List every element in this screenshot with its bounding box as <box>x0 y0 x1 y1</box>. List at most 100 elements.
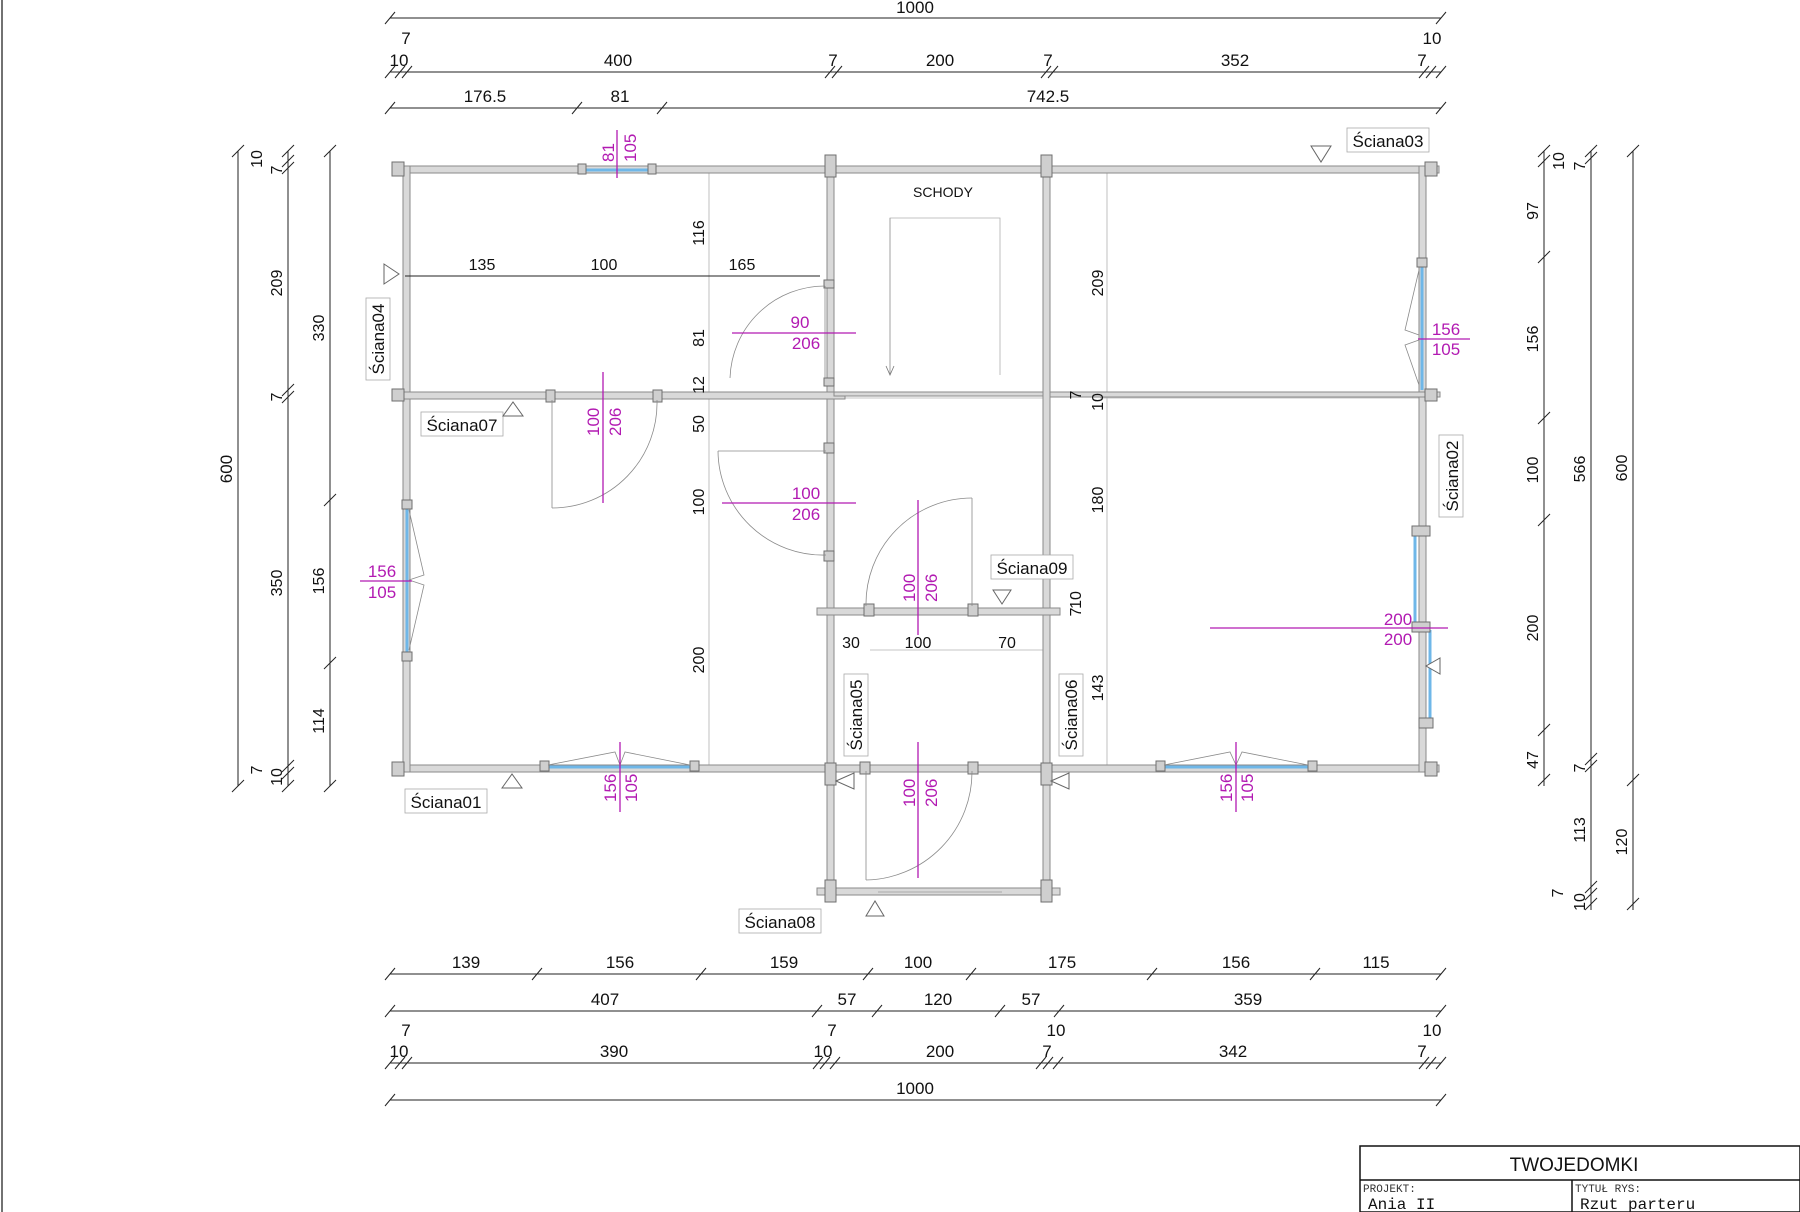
dim-right-c2-2: 7 <box>1572 763 1589 772</box>
opening-dimensions: 81 105 90 206 100 206 100 206 100 206 15… <box>360 130 1470 878</box>
opening-door-right-h: 200 <box>1384 630 1412 649</box>
title-block-company: TWOJEDOMKI <box>1510 1155 1639 1176</box>
opening-door-entry-h: 206 <box>922 779 941 807</box>
dim-top-r2-4: 200 <box>926 51 954 70</box>
opening-win-top-h: 105 <box>621 134 640 162</box>
dim-bot-r1-6: 115 <box>1362 953 1389 972</box>
opening-door-right-w: 200 <box>1384 610 1412 629</box>
dim-int-c-4: 10 <box>1068 591 1085 609</box>
dim-right-c3-0: 600 <box>1614 455 1631 482</box>
dim-int-d-2: 70 <box>998 635 1016 652</box>
wall-interior-1 <box>826 165 835 773</box>
dim-bot-r3-2: 390 <box>600 1042 628 1061</box>
dim-right-c2-1: 566 <box>1572 456 1589 483</box>
walls <box>391 154 1441 903</box>
interior-dimensions: 135 100 165 116 81 12 50 100 200 209 7 1… <box>405 220 1107 701</box>
dim-int-b-2: 12 <box>691 376 708 394</box>
dim-top-r2-1: 10 <box>390 51 409 70</box>
doors <box>545 279 1002 893</box>
dim-bot-r3-7: 10 <box>1047 1021 1066 1040</box>
dim-bot-r3-10: 7 <box>1417 1042 1426 1061</box>
title-block-project-label: PROJEKT: <box>1363 1184 1416 1196</box>
dim-bot-r3-4: 10 <box>814 1042 833 1061</box>
wall-horizontal-right <box>1049 391 1441 398</box>
wall-interior-2 <box>1042 165 1051 897</box>
opening-door-mid-h: 206 <box>792 505 820 524</box>
dim-left-c2-2: 209 <box>269 270 286 297</box>
label-wall09: Ściana09 <box>997 559 1068 578</box>
dim-bot-r2-3: 57 <box>1022 990 1041 1009</box>
opening-win-left-w: 156 <box>368 562 396 581</box>
dim-bot-r3-3: 7 <box>827 1021 836 1040</box>
opening-win-top-w: 81 <box>599 143 618 162</box>
dim-int-b-3: 50 <box>691 415 708 433</box>
dim-int-b-0: 116 <box>691 220 708 246</box>
dim-right-c1-2: 156 <box>1525 326 1542 353</box>
dim-right-c2-4: 7 <box>1550 888 1567 897</box>
dim-int-c-2: 10 <box>1090 393 1107 411</box>
wall-top <box>394 165 1440 174</box>
label-wall07: Ściana07 <box>427 416 498 435</box>
stairs-outline <box>889 217 1001 375</box>
dim-right-c1-0: 10 <box>1551 152 1568 170</box>
dimension-chain-bottom: 139 156 159 100 175 156 115 407 57 120 5… <box>384 953 1447 1107</box>
dim-top-r2-3: 7 <box>828 51 837 70</box>
title-block: TWOJEDOMKI PROJEKT: Ania II TYTUŁ RYS: R… <box>1359 1145 1800 1212</box>
dim-int-a-2: 165 <box>729 257 756 274</box>
dim-int-c-0: 209 <box>1090 270 1107 297</box>
opening-win-br-w: 156 <box>1217 774 1236 802</box>
wall-labels: Ściana01 Ściana02 Ściana03 Ściana04 Ścia… <box>365 127 1464 934</box>
dim-bot-r2-0: 407 <box>591 990 619 1009</box>
dim-bot-r1-2: 159 <box>770 953 798 972</box>
opening-win-br-h: 105 <box>1238 774 1257 802</box>
dim-left-c2-6: 10 <box>269 768 286 786</box>
windows <box>401 163 1434 772</box>
dim-top-r3-2: 742.5 <box>1027 87 1070 106</box>
dim-int-c-1: 7 <box>1068 390 1085 399</box>
dim-int-b-4: 100 <box>691 489 708 516</box>
dim-left-c3-2: 114 <box>311 708 328 734</box>
dim-bot-r3-5: 200 <box>926 1042 954 1061</box>
opening-win-right-w: 156 <box>1432 320 1460 339</box>
dim-int-d-1: 100 <box>905 635 932 652</box>
label-wall05: Ściana05 <box>847 680 866 751</box>
opening-win-right-h: 105 <box>1432 340 1460 359</box>
opening-door-entry-w: 100 <box>900 779 919 807</box>
opening-door-small-w: 100 <box>900 574 919 602</box>
dim-int-a-1: 100 <box>591 257 618 274</box>
dim-int-d-0: 30 <box>842 635 860 652</box>
dim-bot-r3-0: 7 <box>401 1021 410 1040</box>
label-wall03: Ściana03 <box>1353 132 1424 151</box>
dimension-chain-top: 1000 7 10 400 7 200 7 352 10 7 176.5 81 <box>384 0 1447 115</box>
dim-bot-r1-1: 156 <box>606 953 634 972</box>
label-wall01: Ściana01 <box>411 793 482 812</box>
dim-left-c2-4: 350 <box>269 570 286 597</box>
dim-bot-r1-0: 139 <box>452 953 480 972</box>
dim-bot-r1-4: 175 <box>1048 953 1076 972</box>
dim-bot-r2-1: 57 <box>838 990 857 1009</box>
dim-top-r3-1: 81 <box>611 87 630 106</box>
dim-left-c2-3: 7 <box>269 392 286 401</box>
guide-lines <box>405 170 1420 770</box>
dim-int-c-3: 180 <box>1090 487 1107 514</box>
label-wall08: Ściana08 <box>745 913 816 932</box>
dim-bot-r3-6: 7 <box>1042 1042 1051 1061</box>
dim-left-c2-0: 10 <box>249 150 266 168</box>
dim-bot-r3-9: 10 <box>1423 1021 1442 1040</box>
opening-win-bl-w: 156 <box>601 774 620 802</box>
opening-door-left-w: 100 <box>584 408 603 436</box>
dim-right-c2-0: 7 <box>1572 161 1589 170</box>
dim-int-b-1: 81 <box>691 329 708 347</box>
dim-top-r2-8: 7 <box>1417 51 1426 70</box>
dim-right-c1-1: 97 <box>1525 202 1542 220</box>
dim-left-c3-1: 156 <box>311 568 328 595</box>
dim-bot-r3-1: 10 <box>390 1042 409 1061</box>
dim-left-c2-5: 7 <box>249 765 266 774</box>
dim-left-c2-1: 7 <box>269 165 286 174</box>
title-block-project-value: Ania II <box>1368 1196 1435 1212</box>
wall-left <box>402 165 411 773</box>
dim-right-c2-3: 113 <box>1572 817 1589 843</box>
wall-07 <box>394 391 846 400</box>
dim-int-c-6: 143 <box>1090 675 1107 702</box>
